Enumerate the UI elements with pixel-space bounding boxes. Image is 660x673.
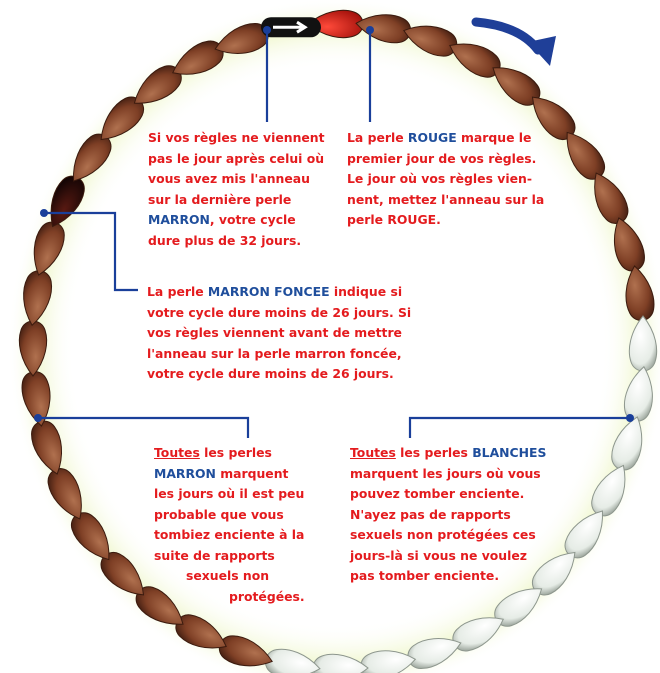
text-line: sur la dernière perle [148,191,292,207]
annotation-white-beads: Toutes les perles BLANCHES marquent les … [350,443,546,587]
text-line: pas tomber enciente. [350,568,500,583]
highlight-blanches: BLANCHES [472,445,547,460]
text-fragment: La perle [147,284,208,299]
text-line: les jours où il est peu [154,486,305,501]
text-line: l'anneau sur la perle marron foncée, [147,345,402,361]
text-fragment: les perles [199,445,272,460]
connector-dark [44,211,138,292]
text-line: premier jour de vos règles. [347,150,537,166]
text-line: vos règles viennent avant de mettre [147,325,402,340]
text-fragment: La perle [347,130,408,145]
text-line: sexuels non [186,568,270,583]
underlined-toutes: Toutes [154,445,200,460]
text-line: nent, mettez l'anneau sur la [347,191,545,207]
text-fragment: indique si [329,284,403,299]
underlined-toutes: Toutes [350,445,396,460]
text-line: dure plus de 32 jours. [148,232,302,248]
connector-dot-brown [34,414,42,422]
text-line: MARRON marquent [154,464,305,485]
text-line: pas le jour après celui où [148,150,325,166]
connector-dot-missed [263,26,271,34]
text-fragment: les perles [395,445,473,460]
text-line: protégées. [229,588,305,604]
direction-arrowhead-icon [528,36,556,66]
text-line: Si vos règles ne viennent [148,130,325,145]
annotation-dark-bead: La perle MARRON FONCEE indique si votre … [147,282,411,385]
ring-glow [8,0,660,673]
connector-brown [38,416,250,438]
annotation-brown-beads: Toutes les perles MARRON marquent les jo… [154,443,305,607]
text-line: jours-là si vous ne voulez [350,547,527,563]
text-line: Le jour où vos règles vien- [347,171,532,186]
text-line: Toutes les perles BLANCHES [350,443,546,464]
text-line: pouvez tomber enciente. [350,486,525,501]
connector-dot-dark [40,209,48,217]
annotation-red-bead: La perle ROUGE marque le premier jour de… [347,128,544,231]
text-line: probable que vous [154,506,284,522]
connector-white [408,416,630,438]
text-line: tombiez enciente à la [154,527,305,542]
text-line: La perle MARRON FONCEE indique si [147,282,411,303]
text-line: votre cycle dure moins de 26 jours. Si [147,304,412,320]
text-line: perle ROUGE. [347,212,441,227]
highlight-marron: MARRON [154,465,216,481]
annotation-missed: Si vos règles ne viennent pas le jour ap… [148,128,325,251]
text-line: La perle ROUGE marque le [347,128,544,149]
text-line: suite de rapports [154,547,275,563]
highlight-marron-foncee: MARRON FONCEE [207,284,330,299]
highlight-marron: MARRON [148,212,210,227]
text-fragment: marquent [215,465,289,481]
text-fragment: , votre cycle [209,212,296,227]
connector-dot-red [366,26,374,34]
text-line: vous avez mis l'anneau [148,171,310,186]
text-line: Toutes les perles [154,443,305,464]
text-line: votre cycle dure moins de 26 jours. [147,366,394,381]
text-line: sexuels non protégées ces [350,527,536,542]
connector-dot-white [626,414,634,422]
text-line: N'ayez pas de rapports [350,506,511,522]
text-line: marquent les jours où vous [350,465,541,481]
ring-marker-arrow-icon [273,20,308,34]
text-fragment: marque le [456,130,532,145]
highlight-rouge: ROUGE [407,130,457,145]
text-line: MARRON, votre cycle [148,210,325,231]
